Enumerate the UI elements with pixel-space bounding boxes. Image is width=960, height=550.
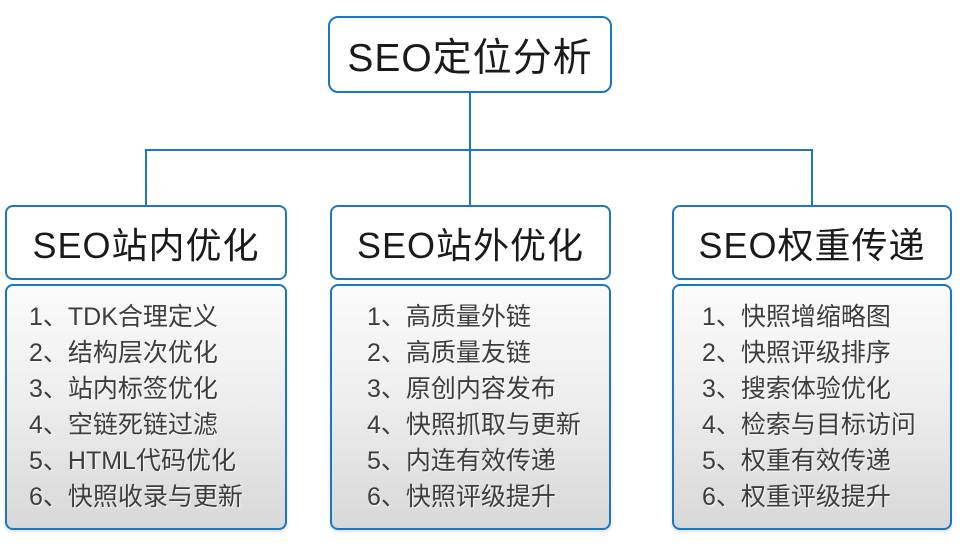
column-header-label: SEO站外优化 <box>356 224 585 266</box>
list-item: 6、快照评级提升 <box>367 483 556 511</box>
root-node-label: SEO定位分析 <box>347 36 593 80</box>
column-header-onsite-optimization: SEO站内优化 <box>5 205 287 280</box>
list-item: 5、权重有效传递 <box>702 447 891 475</box>
list-item: 1、高质量外链 <box>367 303 531 331</box>
list-item: 3、搜索体验优化 <box>702 375 891 403</box>
list-box-offsite-optimization: 1、高质量外链 2、高质量友链 3、原创内容发布 4、快照抓取与更新 5、内连有… <box>330 284 611 530</box>
list-item: 5、HTML代码优化 <box>29 447 236 475</box>
list-box-onsite-optimization: 1、TDK合理定义 2、结构层次优化 3、站内标签优化 4、空链死链过滤 5、H… <box>5 284 287 530</box>
list-item: 4、快照抓取与更新 <box>367 411 581 439</box>
list-item: 6、快照收录与更新 <box>29 483 243 511</box>
list-item: 1、TDK合理定义 <box>29 303 218 331</box>
column-header-label: SEO站内优化 <box>32 224 260 266</box>
list-item: 6、权重评级提升 <box>702 483 891 511</box>
list-item: 3、站内标签优化 <box>29 375 218 403</box>
list-item: 5、内连有效传递 <box>367 447 556 475</box>
list-item: 2、高质量友链 <box>367 339 531 367</box>
root-node-seo-positioning-analysis: SEO定位分析 <box>328 16 612 93</box>
column-header-offsite-optimization: SEO站外优化 <box>330 205 611 280</box>
list-item: 3、原创内容发布 <box>367 375 556 403</box>
list-item: 4、空链死链过滤 <box>29 411 218 439</box>
list-item: 4、检索与目标访问 <box>702 411 916 439</box>
list-item: 2、结构层次优化 <box>29 339 218 367</box>
list-item: 1、快照增缩略图 <box>702 303 891 331</box>
list-item: 2、快照评级排序 <box>702 339 891 367</box>
list-box-weight-transfer: 1、快照增缩略图 2、快照评级排序 3、搜索体验优化 4、检索与目标访问 5、权… <box>672 284 952 530</box>
column-header-weight-transfer: SEO权重传递 <box>672 205 952 280</box>
column-header-label: SEO权重传递 <box>698 224 926 266</box>
